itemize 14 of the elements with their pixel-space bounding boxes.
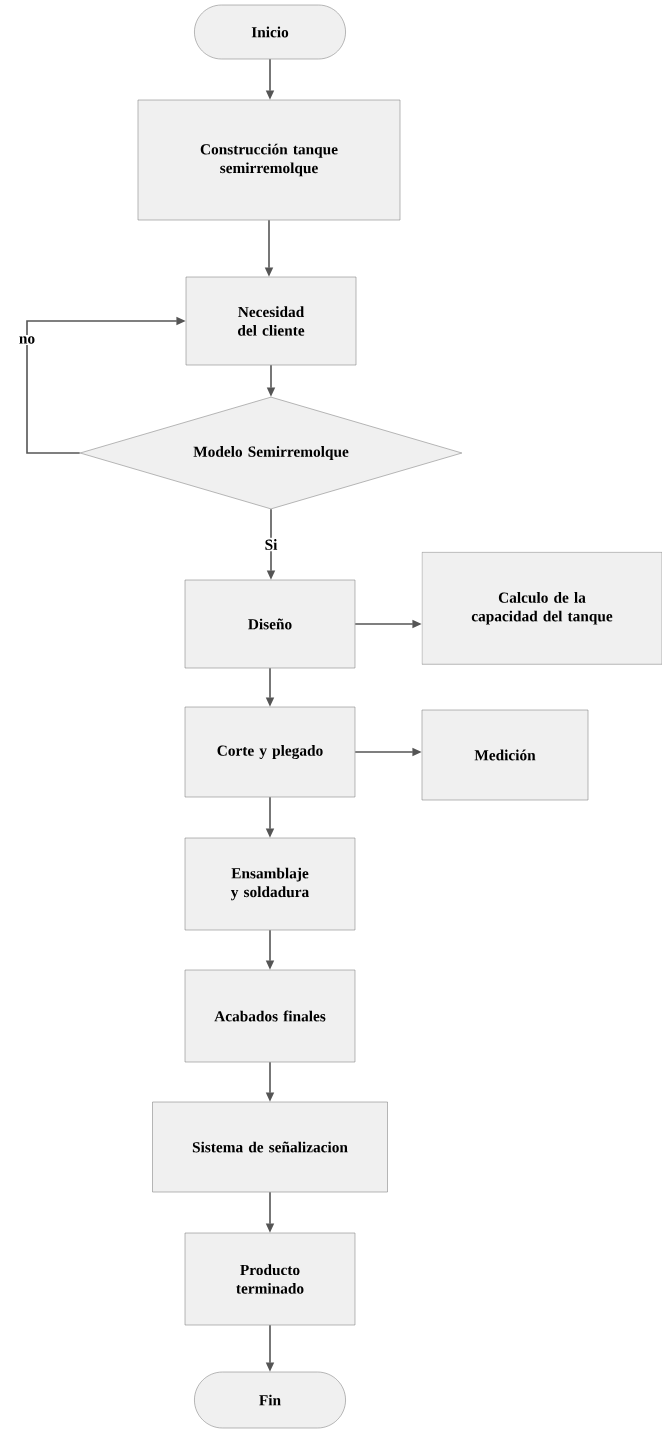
process-box: Ensamblaje y soldadura	[184, 837, 356, 931]
process-box: Sistema de señalizacion	[152, 1101, 388, 1193]
start-terminal: Inicio	[194, 4, 346, 60]
process-box: Calculo de la capacidad del tanque	[421, 552, 662, 665]
process-box: Corte y plegado	[184, 706, 356, 798]
edge-label: no	[17, 335, 37, 346]
process-box: Producto terminado	[184, 1232, 356, 1326]
process-box: Necesidad del cliente	[185, 276, 357, 366]
process-box: Acabados finales	[184, 969, 356, 1063]
process-box: Diseño	[184, 579, 356, 669]
process-box: Medición	[421, 709, 589, 801]
end-terminal: Fin	[194, 1371, 346, 1429]
edge-label: Si	[263, 537, 279, 552]
process-box: Construcción tanque semirremolque	[137, 99, 401, 221]
